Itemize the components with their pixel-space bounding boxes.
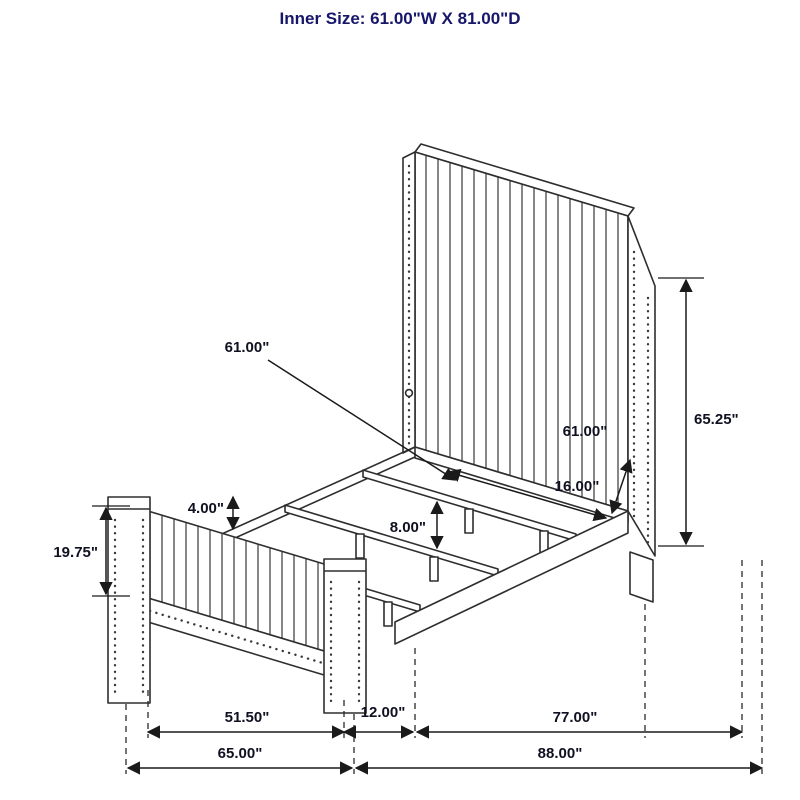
dim-rail-height: 4.00" <box>188 495 240 531</box>
dim-overall-depth: 88.00" <box>354 745 764 775</box>
dim-side-offset-label: 12.00" <box>361 704 406 721</box>
dim-slat-length: 61.00" <box>225 339 457 481</box>
dim-slat-spacing: 8.00" <box>390 500 444 550</box>
dim-rail-length-label: 77.00" <box>553 709 598 726</box>
dim-footboard-height: 19.75" <box>53 505 130 597</box>
dim-headboard-height-label: 65.25" <box>694 411 739 428</box>
footboard-base-nailheads <box>148 609 328 666</box>
dim-footboard-inner-width: 51.50" <box>146 709 346 739</box>
slat-1-leg <box>464 508 474 534</box>
extension-lines <box>125 560 763 774</box>
dim-side-offset: 12.00" <box>342 704 415 739</box>
diagram-title: Inner Size: 61.00"W X 81.00"D <box>280 9 521 28</box>
footboard <box>107 496 367 714</box>
slat-2-leg <box>355 533 365 559</box>
dim-headboard-clearance: 16.00" <box>555 458 633 515</box>
dim-rail-length: 77.00" <box>415 709 744 739</box>
dimensions: 61.00" 61.00" 16.00" 8.00" 4.00" 19.75" <box>53 277 764 775</box>
slat-3-leg <box>383 601 393 627</box>
dim-slat-length-label: 61.00" <box>225 339 270 356</box>
dim-footboard-inner-width-label: 51.50" <box>225 709 270 726</box>
dim-rail-height-label: 4.00" <box>188 500 224 517</box>
footboard-left-post <box>107 496 151 704</box>
side-rail-near <box>394 510 629 645</box>
headboard-bolt-hole <box>404 388 414 398</box>
slat-2-leg <box>429 556 439 582</box>
dim-slat-spacing-label: 8.00" <box>390 519 426 536</box>
dim-headboard-height: 65.25" <box>658 277 739 547</box>
dim-headboard-clearance-label: 16.00" <box>555 478 600 495</box>
dim-footboard-width: 65.00" <box>126 745 354 775</box>
dim-overall-depth-label: 88.00" <box>538 745 583 762</box>
dim-footboard-width-label: 65.00" <box>218 745 263 762</box>
dim-footboard-height-label: 19.75" <box>53 544 98 561</box>
headboard-right-leg <box>629 551 654 603</box>
headboard-right-wing <box>627 215 656 557</box>
dim-inner-width: 61.00" <box>446 423 608 522</box>
headboard <box>402 143 656 603</box>
footboard-right-post <box>323 558 367 714</box>
dim-inner-width-label: 61.00" <box>563 423 608 440</box>
headboard-left-trim <box>402 151 416 454</box>
